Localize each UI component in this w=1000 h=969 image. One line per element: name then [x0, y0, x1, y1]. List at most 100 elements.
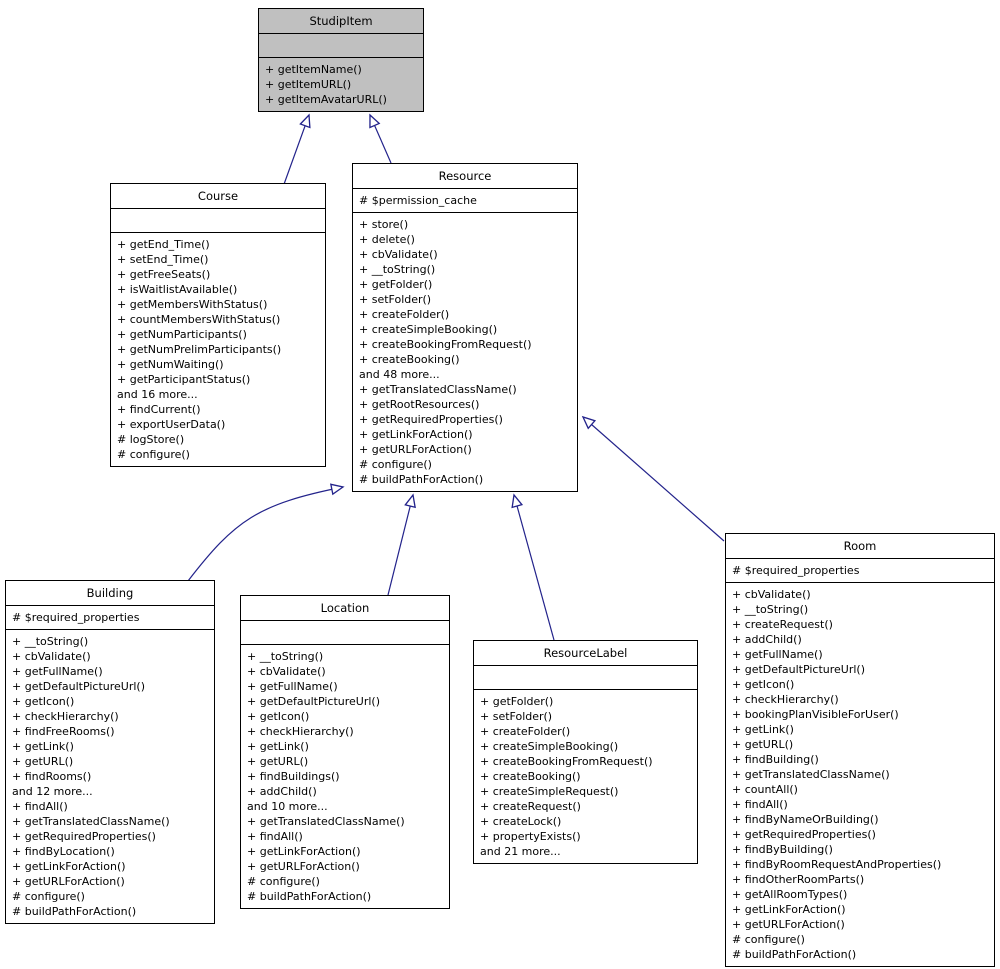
class-methods-room: + cbValidate() + __toString() + createRequ…: [726, 583, 994, 966]
member-line: + getItemName(): [265, 63, 362, 76]
member-line: + findByBuilding(): [732, 843, 833, 856]
member-line: + delete(): [359, 233, 415, 246]
member-line: + __toString(): [732, 603, 809, 616]
member-line: # $permission_cache: [359, 194, 477, 207]
member-line: + findBuildings(): [247, 770, 340, 783]
member-line: + createLock(): [480, 815, 562, 828]
member-line: + getFreeSeats(): [117, 268, 211, 281]
member-line: + createBookingFromRequest(): [359, 338, 532, 351]
member-line: and 16 more...: [117, 388, 198, 401]
class-attributes-room: # $required_properties: [726, 559, 994, 583]
member-line: + getIcon(): [247, 710, 310, 723]
class-box-course[interactable]: Course + getEnd_Time()+ setEnd_Time()+ g…: [110, 183, 326, 467]
class-name-building: Building: [6, 581, 214, 606]
inheritance-arrow-resource-studipitem: [369, 113, 392, 164]
member-line: + createBooking(): [359, 353, 460, 366]
member-line: + createRequest(): [732, 618, 833, 631]
member-line: + getItemAvatarURL(): [265, 93, 387, 106]
member-line: + cbValidate(): [732, 588, 811, 601]
class-name-course: Course: [111, 184, 325, 209]
class-methods-resource: + store()+ delete()+ cbValidate()+ __toS…: [353, 213, 577, 491]
class-box-room[interactable]: Room # $required_properties + cbValidate…: [725, 533, 995, 967]
member-line: + createBooking(): [480, 770, 581, 783]
member-line: + createSimpleBooking(): [480, 740, 619, 753]
class-box-resourcelabel[interactable]: ResourceLabel + getFolder() + setFolder()…: [473, 640, 698, 864]
member-line: + setEnd_Time(): [117, 253, 209, 266]
member-line: + createSimpleRequest(): [480, 785, 619, 798]
member-line: + checkHierarchy(): [12, 710, 119, 723]
class-attributes-resourcelabel: [474, 666, 697, 690]
member-line: + getDefaultPictureUrl(): [247, 695, 381, 708]
member-line: + findOtherRoomParts(): [732, 873, 865, 886]
inheritance-arrow-room-resource: [581, 415, 725, 542]
member-line: + getFullName(): [732, 648, 823, 661]
member-line: + getFullName(): [247, 680, 338, 693]
member-line: + exportUserData(): [117, 418, 226, 431]
member-line: + propertyExists(): [480, 830, 581, 843]
member-line: + getAllRoomTypes(): [732, 888, 848, 901]
member-line: + getURL(): [732, 738, 794, 751]
member-line: # logStore(): [117, 433, 185, 446]
class-name-resourcelabel: ResourceLabel: [474, 641, 697, 666]
member-line: + getURLForAction(): [732, 918, 845, 931]
class-box-resource[interactable]: Resource # $permission_cache + store()+ …: [352, 163, 578, 492]
member-line: + getLinkForAction(): [359, 428, 473, 441]
member-line: + getTranslatedClassName(): [732, 768, 890, 781]
member-line: + getNumPrelimParticipants(): [117, 343, 282, 356]
class-attributes-location: [241, 621, 449, 645]
member-line: # buildPathForAction(): [732, 948, 857, 961]
member-line: + getURL(): [12, 755, 74, 768]
class-methods-studipitem: + getItemName()+ getItemURL()+ getItemAv…: [259, 58, 423, 111]
member-line: + getFolder(): [480, 695, 554, 708]
member-line: # configure(): [12, 890, 85, 903]
class-name-room: Room: [726, 534, 994, 559]
member-line: + getLink(): [247, 740, 309, 753]
class-box-location[interactable]: Location + __toString()+ cbValidate()+ g…: [240, 595, 450, 909]
member-line: + checkHierarchy(): [732, 693, 839, 706]
class-attributes-studipitem: [259, 34, 423, 58]
inheritance-arrow-course-studipitem: [282, 113, 311, 188]
member-line: + createRequest(): [480, 800, 581, 813]
class-attributes-building: # $required_properties: [6, 606, 214, 630]
class-methods-building: + __toString()+ cbValidate()+ getFullNam…: [6, 630, 214, 923]
member-line: + checkHierarchy(): [247, 725, 354, 738]
member-line: + getIcon(): [12, 695, 75, 708]
member-line: and 21 more...: [480, 845, 561, 858]
member-line: and 12 more...: [12, 785, 93, 798]
member-line: + setFolder(): [359, 293, 432, 306]
member-line: + findAll(): [732, 798, 788, 811]
class-methods-location: + __toString()+ cbValidate()+ getFullNam…: [241, 645, 449, 908]
member-line: + countMembersWithStatus(): [117, 313, 281, 326]
member-line: + findByRoomRequestAndProperties(): [732, 858, 942, 871]
member-line: # buildPathForAction(): [12, 905, 137, 918]
member-line: + findByNameOrBuilding(): [732, 813, 879, 826]
member-line: + getMembersWithStatus(): [117, 298, 268, 311]
member-line: + getTranslatedClassName(): [359, 383, 517, 396]
member-line: + createBookingFromRequest(): [480, 755, 653, 768]
class-box-studipitem[interactable]: StudipItem + getItemName()+ getItemURL()…: [258, 8, 424, 112]
member-line: + getLink(): [12, 740, 74, 753]
member-line: + getRequiredProperties(): [12, 830, 156, 843]
member-line: + setFolder(): [480, 710, 553, 723]
member-line: # $required_properties: [12, 611, 140, 624]
class-attributes-course: [111, 209, 325, 233]
member-line: + addChild(): [732, 633, 802, 646]
class-methods-course: + getEnd_Time()+ setEnd_Time()+ getFreeS…: [111, 233, 325, 466]
member-line: + findBuilding(): [732, 753, 819, 766]
class-name-location: Location: [241, 596, 449, 621]
member-line: + getURLForAction(): [247, 860, 360, 873]
member-line: + cbValidate(): [12, 650, 91, 663]
class-attributes-resource: # $permission_cache: [353, 189, 577, 213]
member-line: + createSimpleBooking(): [359, 323, 498, 336]
member-line: + countAll(): [732, 783, 798, 796]
member-line: # configure(): [359, 458, 432, 471]
class-box-building[interactable]: Building # $required_properties + __toSt…: [5, 580, 215, 924]
member-line: + cbValidate(): [247, 665, 326, 678]
member-line: + __toString(): [12, 635, 89, 648]
member-line: + findAll(): [247, 830, 303, 843]
member-line: # configure(): [247, 875, 320, 888]
member-line: # $required_properties: [732, 564, 860, 577]
member-line: + getFolder(): [359, 278, 433, 291]
member-line: + getLinkForAction(): [247, 845, 361, 858]
